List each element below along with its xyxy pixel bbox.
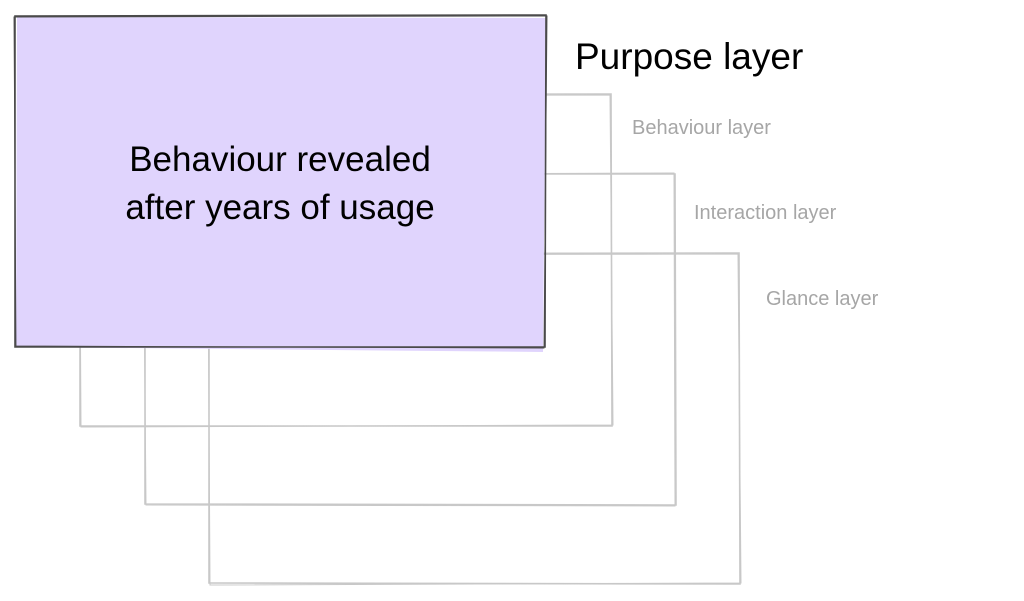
highlight-caption-line1: Behaviour revealed [129, 140, 431, 179]
highlight-caption: Behaviour revealed after years of usage [30, 136, 530, 232]
highlight-caption-line2: after years of usage [125, 188, 435, 227]
glance-layer-label: Glance layer [766, 288, 879, 310]
glance-layer-rect [207, 252, 742, 586]
purpose-layer-label: Purpose layer [575, 36, 804, 77]
interaction-layer-label: Interaction layer [694, 202, 837, 224]
behaviour-layer-label: Behaviour layer [632, 117, 771, 139]
purpose-layer-rect [13, 14, 548, 352]
